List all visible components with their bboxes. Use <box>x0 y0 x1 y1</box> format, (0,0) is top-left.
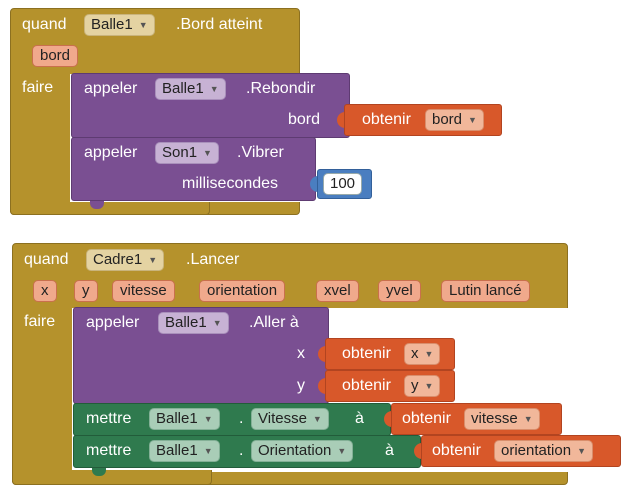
event2-footer <box>12 470 212 485</box>
number-field[interactable]: 100 <box>323 173 363 195</box>
chevron-down-icon: ▼ <box>209 84 219 94</box>
set1-verb: mettre <box>86 410 132 427</box>
getter-y-tab <box>318 378 326 394</box>
chevron-down-icon: ▼ <box>203 414 213 424</box>
event2-component-dropdown[interactable]: Cadre1▼ <box>86 249 165 271</box>
call2-verb: appeler <box>84 144 138 161</box>
event1-when-label: quand <box>22 16 67 33</box>
getter-vitesse-tab <box>384 411 392 427</box>
chevron-down-icon: ▼ <box>203 148 212 158</box>
call2-method: .Vibrer <box>237 144 284 161</box>
event2-param-lutin-lance[interactable]: Lutin lancé <box>441 280 530 302</box>
chevron-down-icon: ▼ <box>577 446 586 456</box>
event2-param-x[interactable]: x <box>33 280 57 302</box>
chevron-down-icon: ▼ <box>424 349 434 359</box>
getter-x-dropdown[interactable]: x▼ <box>404 343 441 365</box>
call3-arg1-label: x <box>297 345 305 362</box>
set2-next-notch <box>92 468 106 476</box>
call3-arg2-label: y <box>297 377 305 394</box>
call1-method: .Rebondir <box>246 80 316 97</box>
event1-footer <box>10 202 210 215</box>
chevron-down-icon: ▼ <box>523 414 533 424</box>
event2-when-label: quand <box>24 251 69 268</box>
set1-component-dropdown[interactable]: Balle1▼ <box>149 408 220 430</box>
chevron-down-icon: ▼ <box>148 255 158 265</box>
event2-param-yvel[interactable]: yvel <box>378 280 421 302</box>
chevron-down-icon: ▼ <box>138 20 148 30</box>
event1-param-bord[interactable]: bord <box>32 45 79 67</box>
event2-do-label: faire <box>24 313 56 330</box>
call3-component-dropdown[interactable]: Balle1▼ <box>158 312 229 334</box>
call2-next-notch <box>90 201 104 209</box>
set1-dot: . <box>239 410 244 427</box>
getter-bord-dropdown[interactable]: bord▼ <box>425 109 484 131</box>
call1-arg-label: bord <box>288 111 321 128</box>
number-tab <box>310 176 318 192</box>
call1-component-dropdown[interactable]: Balle1▼ <box>155 78 226 100</box>
getter-x-label: obtenir <box>342 345 391 362</box>
event2-param-orientation[interactable]: orientation <box>199 280 286 302</box>
call3-method: .Aller à <box>249 314 299 331</box>
getter-vitesse-label: obtenir <box>402 410 451 427</box>
event2-param-xvel[interactable]: xvel <box>316 280 359 302</box>
call1-verb: appeler <box>84 80 138 97</box>
chevron-down-icon: ▼ <box>424 381 434 391</box>
event2-param-y[interactable]: y <box>74 280 98 302</box>
chevron-down-icon: ▼ <box>468 115 477 125</box>
getter-orientation-dropdown[interactable]: orientation▼ <box>494 440 593 462</box>
getter-y-label: obtenir <box>342 377 391 394</box>
getter-vitesse-dropdown[interactable]: vitesse▼ <box>464 408 540 430</box>
set1-to-label: à <box>355 410 364 427</box>
event1-do-label: faire <box>22 79 54 96</box>
event1-component-dropdown[interactable]: Balle1▼ <box>84 14 155 36</box>
getter-y-dropdown[interactable]: y▼ <box>404 375 441 397</box>
chevron-down-icon: ▼ <box>337 446 347 456</box>
set2-component-dropdown[interactable]: Balle1▼ <box>149 440 220 462</box>
set2-property-dropdown[interactable]: Orientation▼ <box>251 440 354 462</box>
getter-bord-tab <box>337 112 345 128</box>
chevron-down-icon: ▼ <box>212 318 222 328</box>
call2-arg-label: millisecondes <box>182 175 279 192</box>
event2-event-name: .Lancer <box>186 251 240 268</box>
call3-verb: appeler <box>86 314 140 331</box>
set-block-balle1-orientation[interactable] <box>73 435 421 468</box>
getter-x-tab <box>318 346 326 362</box>
set2-to-label: à <box>385 442 394 459</box>
call2-component-dropdown[interactable]: Son1▼ <box>155 142 219 164</box>
getter-orientation-tab <box>414 443 422 459</box>
chevron-down-icon: ▼ <box>203 446 213 456</box>
getter-orientation-label: obtenir <box>432 442 481 459</box>
chevron-down-icon: ▼ <box>312 414 322 424</box>
set2-dot: . <box>239 442 244 459</box>
getter-bord-label: obtenir <box>362 111 411 128</box>
event2-param-vitesse[interactable]: vitesse <box>112 280 175 302</box>
set2-verb: mettre <box>86 442 132 459</box>
set1-property-dropdown[interactable]: Vitesse▼ <box>251 408 329 430</box>
event1-event-name: .Bord atteint <box>176 16 263 33</box>
